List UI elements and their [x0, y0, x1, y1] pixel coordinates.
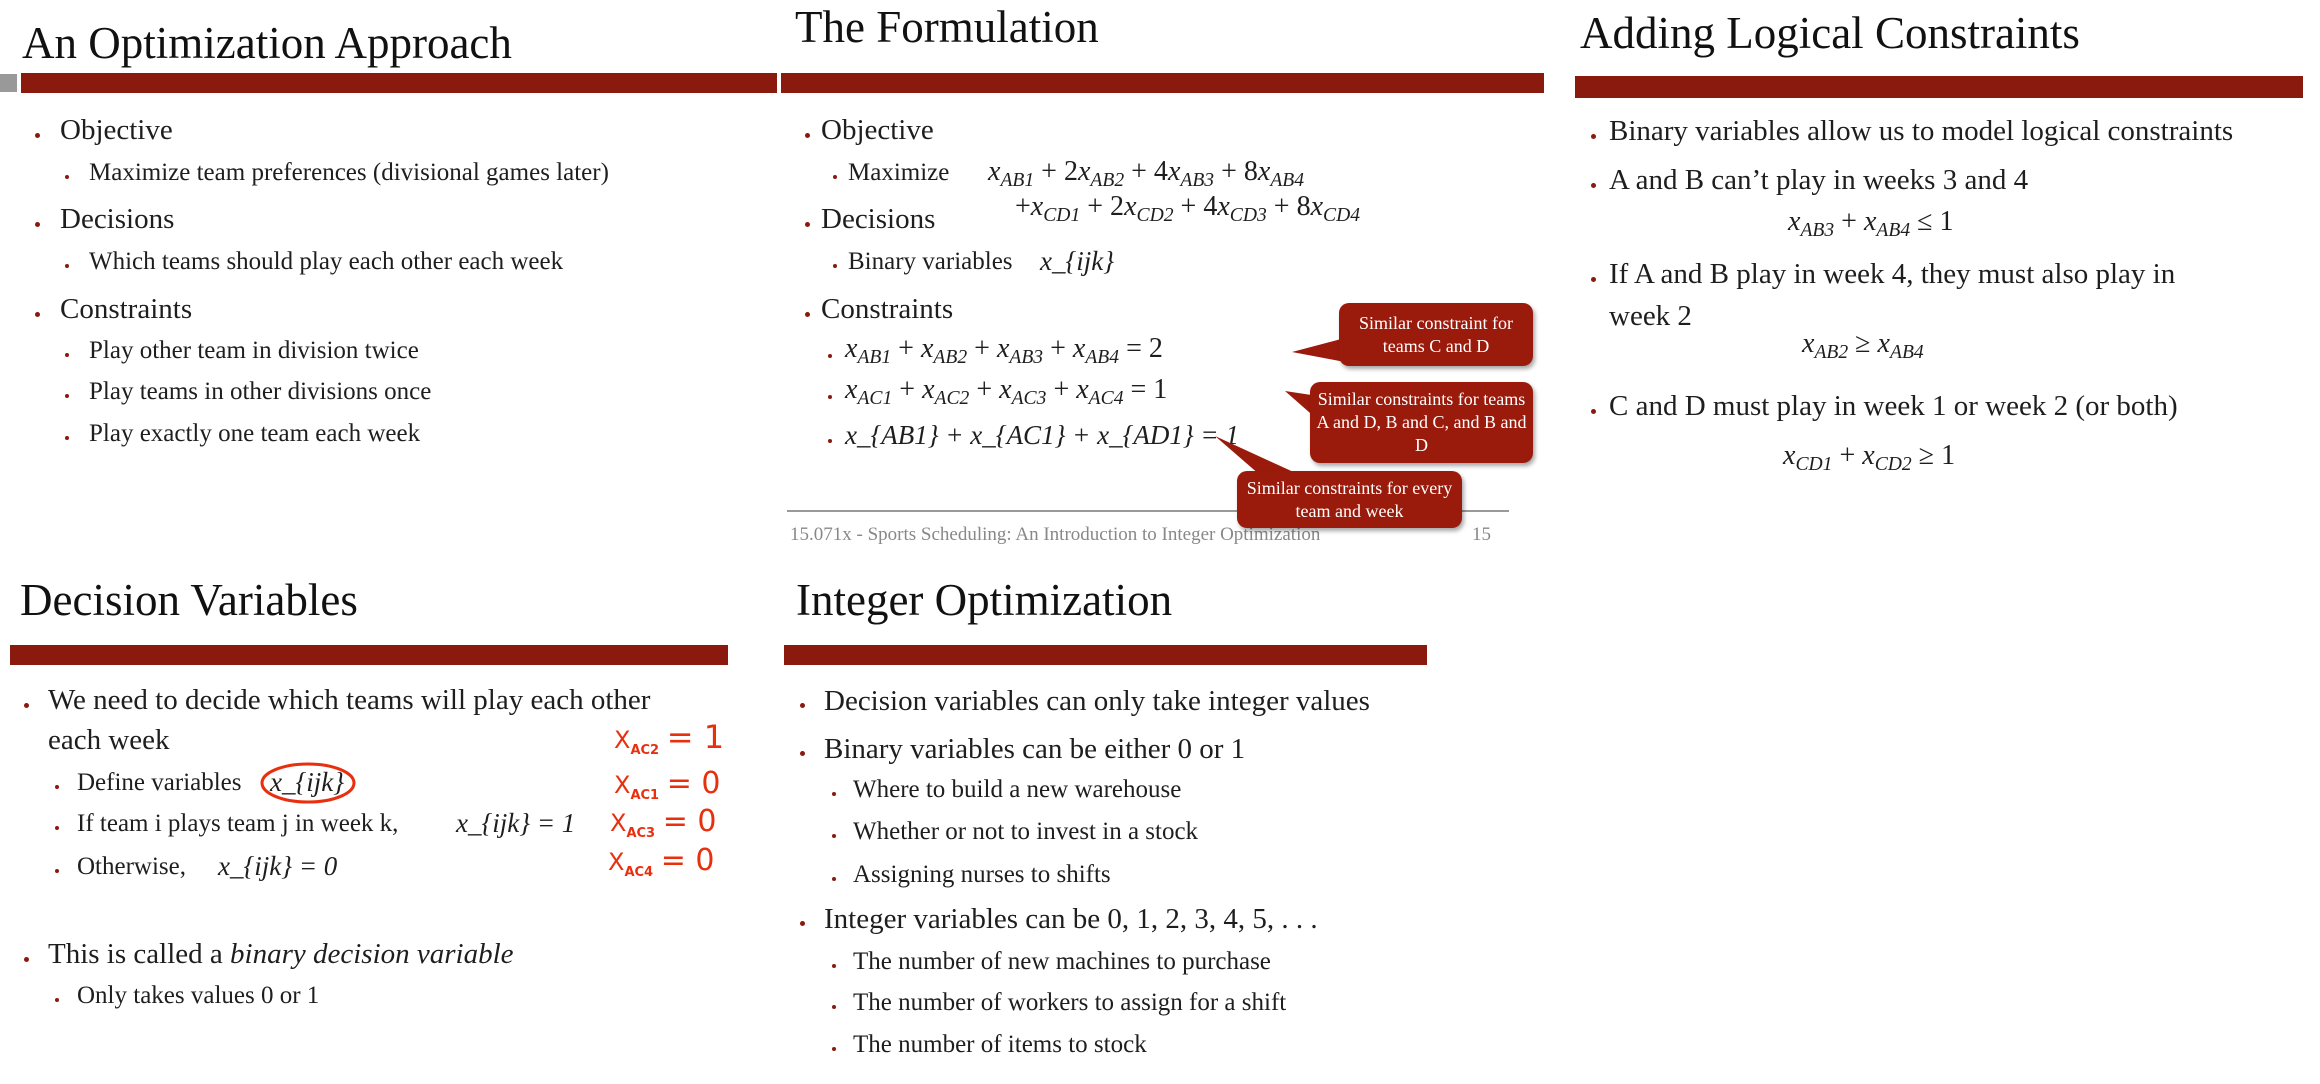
sub-bullet: Play exactly one team each week	[89, 420, 421, 447]
title-bar	[1575, 76, 2303, 98]
callout: Similar constraints for every team and w…	[1237, 471, 1462, 528]
bullet: Binary variables can be either 0 or 1	[824, 733, 1246, 765]
slide-title: Decision Variables	[20, 575, 358, 625]
handwritten-annotation: XAC1 = 0	[614, 766, 721, 803]
bullet: This is called a binary decision variabl…	[48, 938, 514, 970]
bullet: Decisions	[60, 203, 175, 235]
formula: xAB3 + xAB4 ≤ 1	[1788, 206, 1954, 241]
sub-bullet: Binary variables	[848, 248, 1013, 275]
bullet: If A and B play in week 4, they must als…	[1609, 258, 2176, 290]
bullet: Integer variables can be 0, 1, 2, 3, 4, …	[824, 903, 1318, 935]
sub-bullet: Maximize team preferences (divisional ga…	[89, 159, 609, 186]
sub-bullet: Play other team in division twice	[89, 337, 419, 364]
emphasis: binary decision variable	[230, 938, 514, 970]
formula: xCD1 + xCD2 ≥ 1	[1783, 440, 1956, 475]
bullet: Decisions	[821, 203, 936, 235]
sub-bullet: Otherwise,	[77, 853, 186, 880]
bullet: Decision variables can only take integer…	[824, 685, 1370, 717]
bullet: Constraints	[821, 293, 954, 325]
constraint-eq: xAC1 + xAC2 + xAC3 + xAC4 = 1	[845, 374, 1168, 409]
bullet-cont: week 2	[1609, 300, 1692, 332]
handwritten-annotation: XAC2 = 1	[614, 718, 725, 758]
handwritten-annotation: XAC4 = 0	[608, 843, 715, 880]
title-bar	[21, 73, 777, 93]
callout: Similar constraints for teams A and D, B…	[1310, 382, 1533, 463]
sub-bullet: The number of new machines to purchase	[853, 948, 1271, 975]
callout: Similar constraint for teams C and D	[1339, 303, 1533, 366]
constraint-eq: xAB1 + xAB2 + xAB3 + xAB4 = 2	[845, 333, 1163, 368]
sub-bullet: Play teams in other divisions once	[89, 378, 432, 405]
handdrawn-circle	[260, 762, 356, 804]
formula: xAB2 ≥ xAB4	[1802, 328, 1924, 363]
bullet-cont: each week	[48, 724, 170, 756]
sub-bullet: Only takes values 0 or 1	[77, 982, 320, 1009]
slide-title: Integer Optimization	[796, 575, 1173, 625]
sub-bullet: Define variables	[77, 769, 242, 796]
sub-bullet: Where to build a new warehouse	[853, 776, 1182, 803]
sub-bullet: Whether or not to invest in a stock	[853, 818, 1199, 845]
objective-formula: xAB1 + 2xAB2 + 4xAB3 + 8xAB4	[988, 156, 1305, 191]
sub-bullet: Maximize	[848, 159, 950, 186]
title-bar	[10, 645, 728, 665]
bullet: Objective	[60, 114, 173, 146]
page-number: 15	[1472, 524, 1491, 545]
equation: x_{ijk} = 1	[456, 808, 576, 838]
constraint-eq: x_{AB1} + x_{AC1} + x_{AD1} = 1	[845, 420, 1239, 450]
bullet: Binary variables allow us to model logic…	[1609, 115, 2234, 147]
bullet: C and D must play in week 1 or week 2 (o…	[1609, 390, 2178, 422]
sub-bullet: The number of workers to assign for a sh…	[853, 989, 1287, 1016]
title-bar	[784, 645, 1427, 665]
slide-title: An Optimization Approach	[22, 18, 512, 68]
bullet: We need to decide which teams will play …	[48, 684, 651, 716]
sub-bullet: If team i plays team j in week k,	[77, 810, 399, 837]
sub-bullet: Assigning nurses to shifts	[853, 861, 1111, 888]
footer-text: 15.071x - Sports Scheduling: An Introduc…	[790, 524, 1321, 545]
footer-rule	[787, 510, 1509, 512]
slide-marker	[0, 74, 17, 92]
sub-bullet: The number of items to stock	[853, 1031, 1147, 1058]
objective-formula-cont: +xCD1 + 2xCD2 + 4xCD3 + 8xCD4	[1015, 191, 1361, 226]
var-xijk: x_{ijk}	[270, 767, 345, 797]
slide-title: Adding Logical Constraints	[1580, 8, 2080, 58]
binary-var: x_{ijk}	[1040, 246, 1115, 276]
sub-bullet: Which teams should play each other each …	[89, 248, 564, 275]
slide-title: The Formulation	[795, 2, 1099, 52]
handwritten-annotation: XAC3 = 0	[610, 804, 717, 841]
bullet: A and B can’t play in weeks 3 and 4	[1609, 164, 2029, 196]
bullet: Objective	[821, 114, 934, 146]
equation: x_{ijk} = 0	[218, 851, 338, 881]
title-bar	[781, 73, 1544, 93]
bullet: Constraints	[60, 293, 193, 325]
